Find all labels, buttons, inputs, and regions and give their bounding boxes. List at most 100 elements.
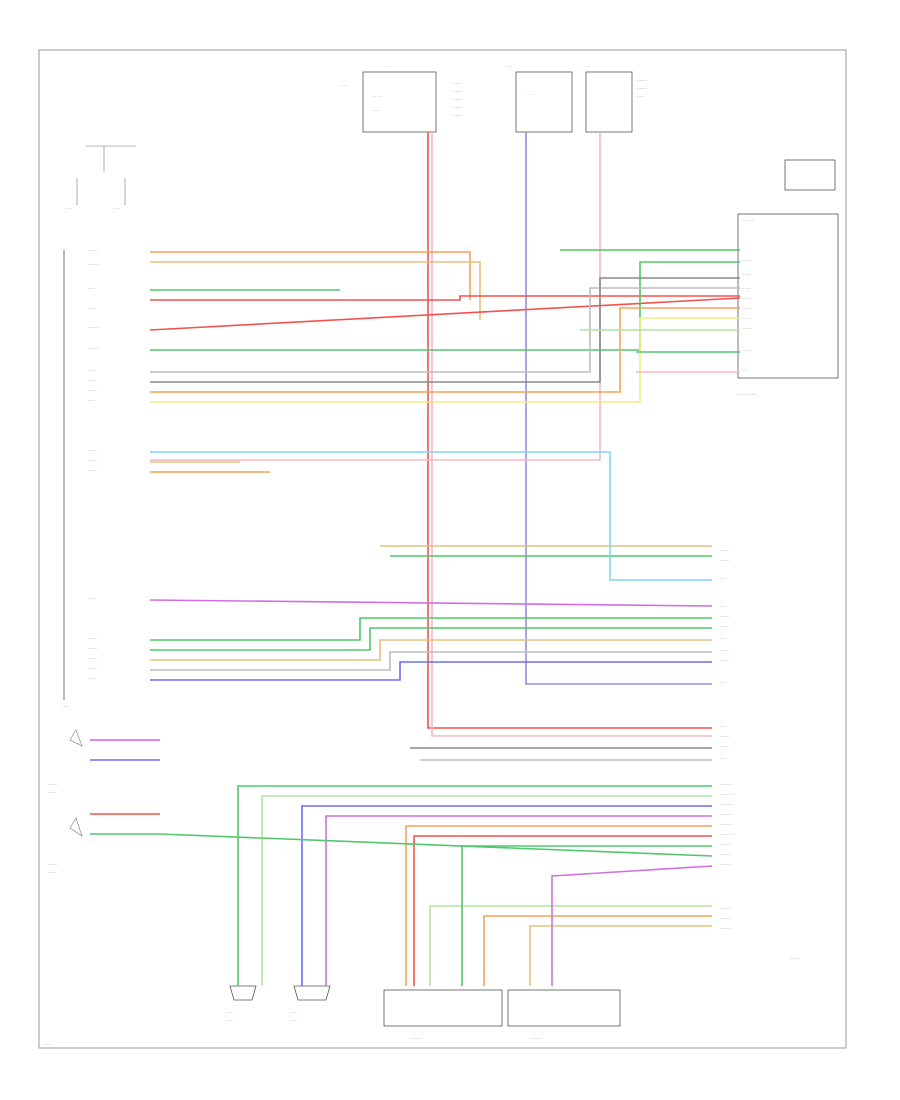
svg-text:·······: ······· <box>88 448 97 453</box>
svg-text:·······: ······· <box>88 636 97 641</box>
svg-text:·········: ········· <box>636 79 647 83</box>
svg-text:·· ··: ·· ·· <box>583 64 589 69</box>
svg-text:········: ········ <box>720 745 729 749</box>
svg-text:··· ···: ··· ··· <box>372 109 380 113</box>
svg-text:···········: ··········· <box>720 803 733 807</box>
svg-text:········: ········ <box>48 863 57 867</box>
wire-yellow <box>150 317 740 403</box>
svg-text:··· ··· ···: ··· ··· ··· <box>742 219 754 223</box>
svg-text:·····: ····· <box>720 725 726 729</box>
svg-text:········: ········ <box>742 259 751 263</box>
svg-text:·····: ····· <box>88 286 95 291</box>
left-connector-labels: ········ ········ ····· ····· ········ ·… <box>62 248 99 709</box>
svg-text:········: ········ <box>742 273 751 277</box>
wire-audio-left-green <box>150 261 740 351</box>
svg-text:··········: ·········· <box>410 1037 422 1041</box>
svg-text:········: ········ <box>88 346 99 351</box>
svg-text:·······: ······· <box>88 458 97 463</box>
svg-text:·····: ····· <box>62 704 69 709</box>
svg-text:········: ········ <box>720 625 729 629</box>
svg-text:·······: ······· <box>452 82 460 86</box>
svg-text:·······: ······· <box>88 388 97 393</box>
wire-power-feed-a <box>427 132 712 729</box>
svg-text:·········: ········· <box>720 927 731 931</box>
svg-text:········: ········ <box>88 248 99 253</box>
antenna-symbol: ····· ····· <box>66 145 136 211</box>
svg-text:········: ········ <box>742 349 751 353</box>
svg-text:·····: ····· <box>88 676 95 681</box>
svg-text:········: ········ <box>720 649 729 653</box>
svg-text:·······: ······· <box>48 871 56 875</box>
svg-text:·····: ····· <box>720 577 726 581</box>
svg-text:···········: ··········· <box>720 823 733 827</box>
svg-text:······: ······ <box>290 1011 297 1015</box>
svg-text:·······: ······· <box>88 656 97 661</box>
svg-text:········: ········ <box>720 549 729 553</box>
wire-rr-door-plus <box>301 805 712 986</box>
wire-fuse-center-feed <box>525 132 712 685</box>
wire-fused-run <box>149 599 713 607</box>
svg-text:······: ······ <box>226 1019 233 1023</box>
speaker-right-rear-pair: ·········· <box>383 989 503 1041</box>
wire-rr-pair-3 <box>429 905 712 986</box>
svg-text:·········: ········· <box>452 90 463 94</box>
wire-speaker-rf-minus <box>150 651 712 671</box>
svg-text:·········: ········· <box>636 87 647 91</box>
svg-text:·····: ····· <box>720 605 726 609</box>
svg-text:·····: ····· <box>720 637 726 641</box>
wire-rr-door-minus <box>325 815 712 986</box>
svg-text:········: ········ <box>742 297 751 301</box>
svg-text:······: ······ <box>340 84 347 88</box>
svg-text:········: ········ <box>720 659 729 663</box>
svg-text:········: ········ <box>742 287 751 291</box>
fuse-box-left: ·· ·· ······ · ··· ··· ··· ··· <box>340 64 437 133</box>
svg-text:·········: ········· <box>720 843 731 847</box>
svg-text:·· ··: ·· ·· <box>384 64 390 69</box>
wire-fused-amp <box>609 452 712 581</box>
svg-text:·· ··: ·· ·· <box>506 64 512 69</box>
svg-text:·····: ····· <box>88 398 95 403</box>
wire-power-feed-b <box>431 132 712 737</box>
svg-text:········: ········ <box>88 325 99 330</box>
svg-text:· ·· ·: · ·· · <box>527 93 534 97</box>
svg-text:·······: ······· <box>636 95 644 99</box>
wire-signal-red <box>150 295 740 301</box>
svg-text:···········: ··········· <box>720 783 733 787</box>
svg-text:·······: ······· <box>88 666 97 671</box>
svg-text:········: ········ <box>720 559 729 563</box>
svg-text:·········: ········· <box>720 917 731 921</box>
speaker-right-instrument-panel: ········ ······· <box>48 817 83 875</box>
svg-text:·····: ····· <box>114 207 120 211</box>
svg-text:···········: ··········· <box>720 813 733 817</box>
wire-speaker-lf-minus <box>150 627 712 651</box>
svg-text:······: ······ <box>290 1019 297 1023</box>
wire-rr-pair-5 <box>483 915 712 986</box>
wire-rr-pair-2 <box>413 835 712 986</box>
svg-text:···········: ··········· <box>720 833 733 837</box>
svg-text:········: ········ <box>720 615 729 619</box>
svg-text:·····: ····· <box>66 207 72 211</box>
svg-text:·····: ····· <box>720 681 726 685</box>
speaker-left-rear-door: ······ ······ <box>226 985 257 1023</box>
diagram-frame <box>38 49 847 1049</box>
satellite-module: ··· ··· ··· ········ ········ ········ ·… <box>737 159 839 397</box>
svg-text:·········: ········· <box>452 114 463 118</box>
svg-text:·····: ····· <box>88 368 95 373</box>
svg-text:··········: ·········· <box>530 1037 542 1041</box>
svg-text:·······: ······· <box>88 646 97 651</box>
wire-rr-pair-1 <box>405 825 712 986</box>
svg-text:·····: ····· <box>88 596 95 601</box>
svg-text:·········: ········· <box>452 106 463 110</box>
svg-text:·····: ····· <box>742 369 748 373</box>
svg-text:·········: ········· <box>720 853 731 857</box>
svg-text:·······: ······· <box>48 791 56 795</box>
amplifier-pins: ········ ········ ····· ····· ········ ·… <box>720 549 799 961</box>
speaker-right-rear-door: ······ ······ <box>290 985 331 1023</box>
speaker-left-rear-pair: ·········· <box>507 989 621 1041</box>
wire-panel-lamps <box>150 307 740 393</box>
wire-lr-pair-1 <box>529 925 712 986</box>
wire-lr-pair-2 <box>551 865 713 986</box>
wire-switch-signal <box>149 297 741 331</box>
fuse-box-center: ·· ·· ······· ········· ········· ······… <box>452 64 573 133</box>
